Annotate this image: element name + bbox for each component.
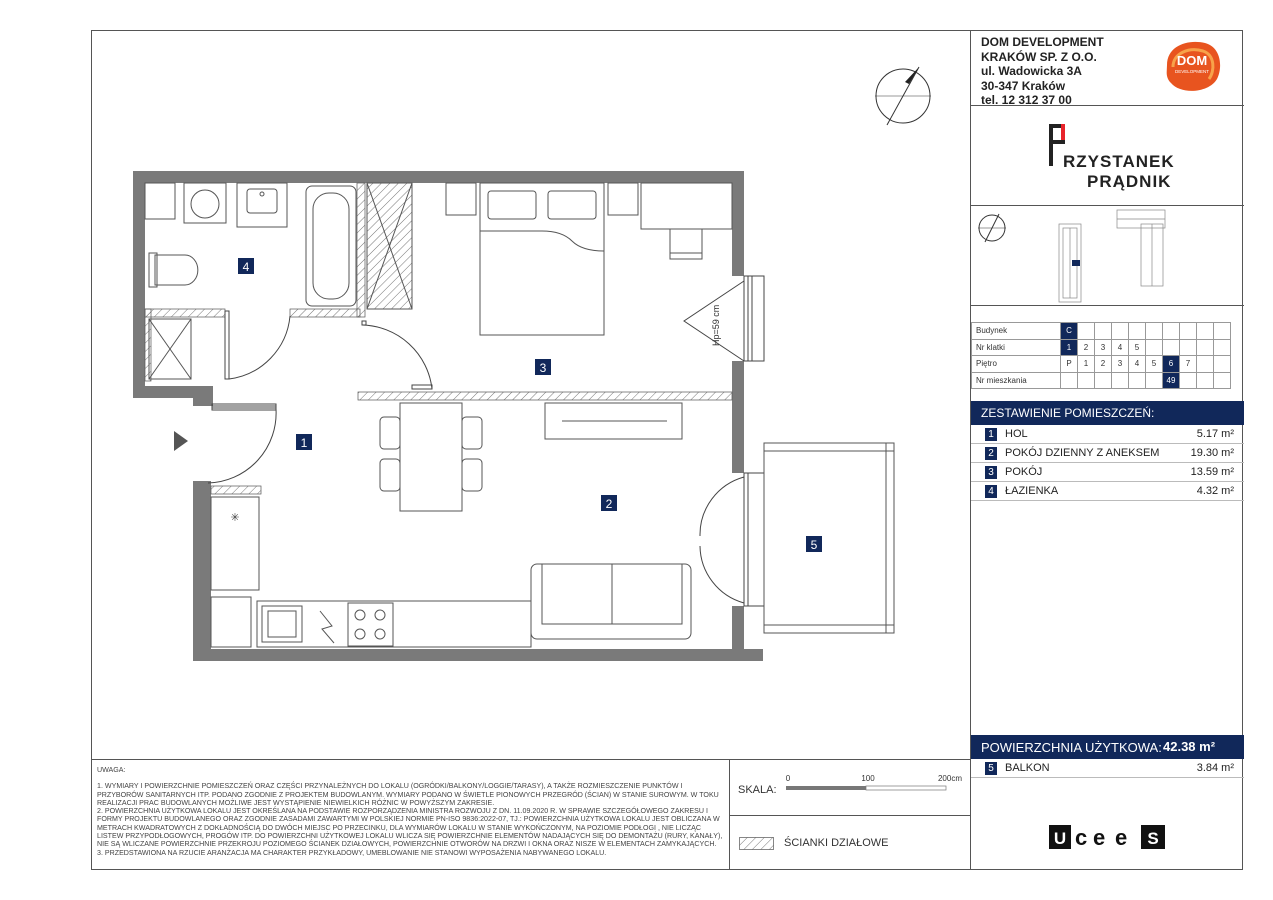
entrance-door	[174, 405, 277, 484]
room-row: 2 POKÓJ DZIENNY Z ANEKSEM 19.30 m²	[971, 444, 1244, 463]
balcony-door	[699, 472, 765, 607]
uceeS-logo: U c e e S	[1049, 825, 1165, 850]
room-row: 3 POKÓJ 13.59 m²	[971, 463, 1244, 482]
bedroom-window: Hp=59 cm	[683, 275, 765, 362]
bedroom-door	[361, 320, 433, 390]
scale-tick-200: 200cm	[938, 774, 962, 783]
room-row: 4 ŁAZIENKA 4.32 m²	[971, 482, 1244, 501]
window-height-note: Hp=59 cm	[711, 305, 721, 346]
info-row-floor: Piętro P 1 2 3 4 5 6 7	[971, 355, 1231, 373]
room-label-5: 5	[811, 538, 818, 552]
compass-icon	[875, 66, 931, 126]
note-1: 1. WYMIARY I POWIERZCHNIE POMIESZCZEŃ OR…	[97, 782, 719, 807]
usable-area-value: 42.38 m²	[1163, 739, 1216, 754]
legend-label: ŚCIANKI DZIAŁOWE	[784, 837, 889, 849]
company-city: 30-347 Kraków	[981, 78, 1066, 93]
room-label-2: 2	[606, 497, 613, 511]
room-row: 1 HOL 5.17 m²	[971, 425, 1244, 444]
notes-block: UWAGA: 1. WYMIARY I POWIERZCHNIE POMIESZ…	[97, 766, 729, 857]
company-block: DOM DEVELOPMENT KRAKÓW SP. Z O.O. ul. Wa…	[971, 31, 1244, 107]
scale-bar: 0 100 200cm	[786, 774, 962, 791]
project-p-mark-icon	[1049, 124, 1065, 166]
info-row-stairwell: Nr klatki 1 2 3 4 5	[971, 338, 1231, 356]
rooms-header: ZESTAWIENIE POMIESZCZEŃ:	[971, 401, 1244, 425]
scale-label: SKALA:	[738, 784, 777, 796]
footer-area: UWAGA: 1. WYMIARY I POWIERZCHNIE POMIESZ…	[92, 759, 970, 870]
scale-tick-0: 0	[786, 774, 791, 783]
key-plan-apartment-marker	[1072, 260, 1080, 266]
scale-tick-100: 100	[861, 774, 875, 783]
bathroom-door	[211, 310, 291, 409]
partition-walls	[144, 182, 733, 495]
svg-text:e: e	[1115, 825, 1127, 850]
note-2: 2. POWIERZCHNIA UŻYTKOWA LOKALU JEST OKR…	[97, 807, 723, 849]
svg-text:c: c	[1075, 825, 1087, 850]
room-labels: 4 3 1 2 5	[238, 258, 822, 552]
svg-text:S: S	[1147, 829, 1158, 848]
floor-plan-area: Hp=59 cm	[92, 31, 970, 759]
drawing-frame: Hp=59 cm	[91, 30, 1244, 870]
room-label-3: 3	[540, 361, 547, 375]
divider	[729, 815, 970, 816]
room-label-1: 1	[301, 436, 308, 450]
company-street: ul. Wadowicka 3A	[981, 64, 1082, 78]
info-sidebar: DOM DEVELOPMENT KRAKÓW SP. Z O.O. ul. Wa…	[970, 31, 1244, 869]
kitchen: ✳	[210, 496, 532, 648]
logo-text-development: DEVELOPMENT	[1175, 69, 1209, 74]
company-phone: tel. 12 312 37 00	[981, 93, 1072, 107]
entrance-arrow-icon	[174, 431, 188, 451]
room-label-4: 4	[243, 260, 250, 274]
usable-area-bar: POWIERZCHNIA UŻYTKOWA: 42.38 m²	[971, 735, 1244, 759]
living-room-furniture	[379, 402, 692, 640]
logo-text-dom: DOM	[1177, 53, 1207, 68]
project-block: RZYSTANEK PRĄDNIK	[971, 106, 1244, 206]
info-row-apartment: Nr mieszkania 49	[971, 371, 1231, 389]
floor-plan: Hp=59 cm	[133, 66, 931, 661]
svg-text:U: U	[1054, 829, 1066, 848]
dom-development-logo: DOM DEVELOPMENT	[1166, 41, 1221, 91]
svg-text:✳: ✳	[230, 512, 239, 524]
building-info-table: Budynek C Nr klatki 1 2 3 4 5	[971, 322, 1231, 389]
usable-area-label: POWIERZCHNIA UŻYTKOWA:	[981, 740, 1162, 755]
svg-text:e: e	[1093, 825, 1105, 850]
key-plan-drawing	[978, 209, 1166, 303]
key-plan	[971, 206, 1244, 306]
key-plan-compass-icon	[978, 213, 1006, 243]
balcony-row: 5 BALKON 3.84 m²	[971, 759, 1244, 778]
company-name-2: KRAKÓW SP. Z O.O.	[981, 49, 1097, 64]
project-name-line2: PRĄDNIK	[1087, 172, 1172, 191]
key-plan-buildings	[1058, 209, 1166, 303]
company-name: DOM DEVELOPMENT	[981, 35, 1104, 49]
partition-legend-swatch	[739, 837, 774, 850]
project-name-line1: RZYSTANEK	[1063, 152, 1175, 171]
bedroom-furniture	[445, 182, 733, 336]
outer-walls	[133, 171, 763, 661]
note-3: 3. PRZEDSTAWIONA NA RZUCIE ARANŻACJA MA …	[97, 848, 607, 857]
balcony	[763, 442, 895, 634]
bathroom-fixtures	[144, 182, 413, 380]
notes-title: UWAGA:	[97, 766, 126, 774]
info-row-building: Budynek C	[971, 322, 1231, 340]
